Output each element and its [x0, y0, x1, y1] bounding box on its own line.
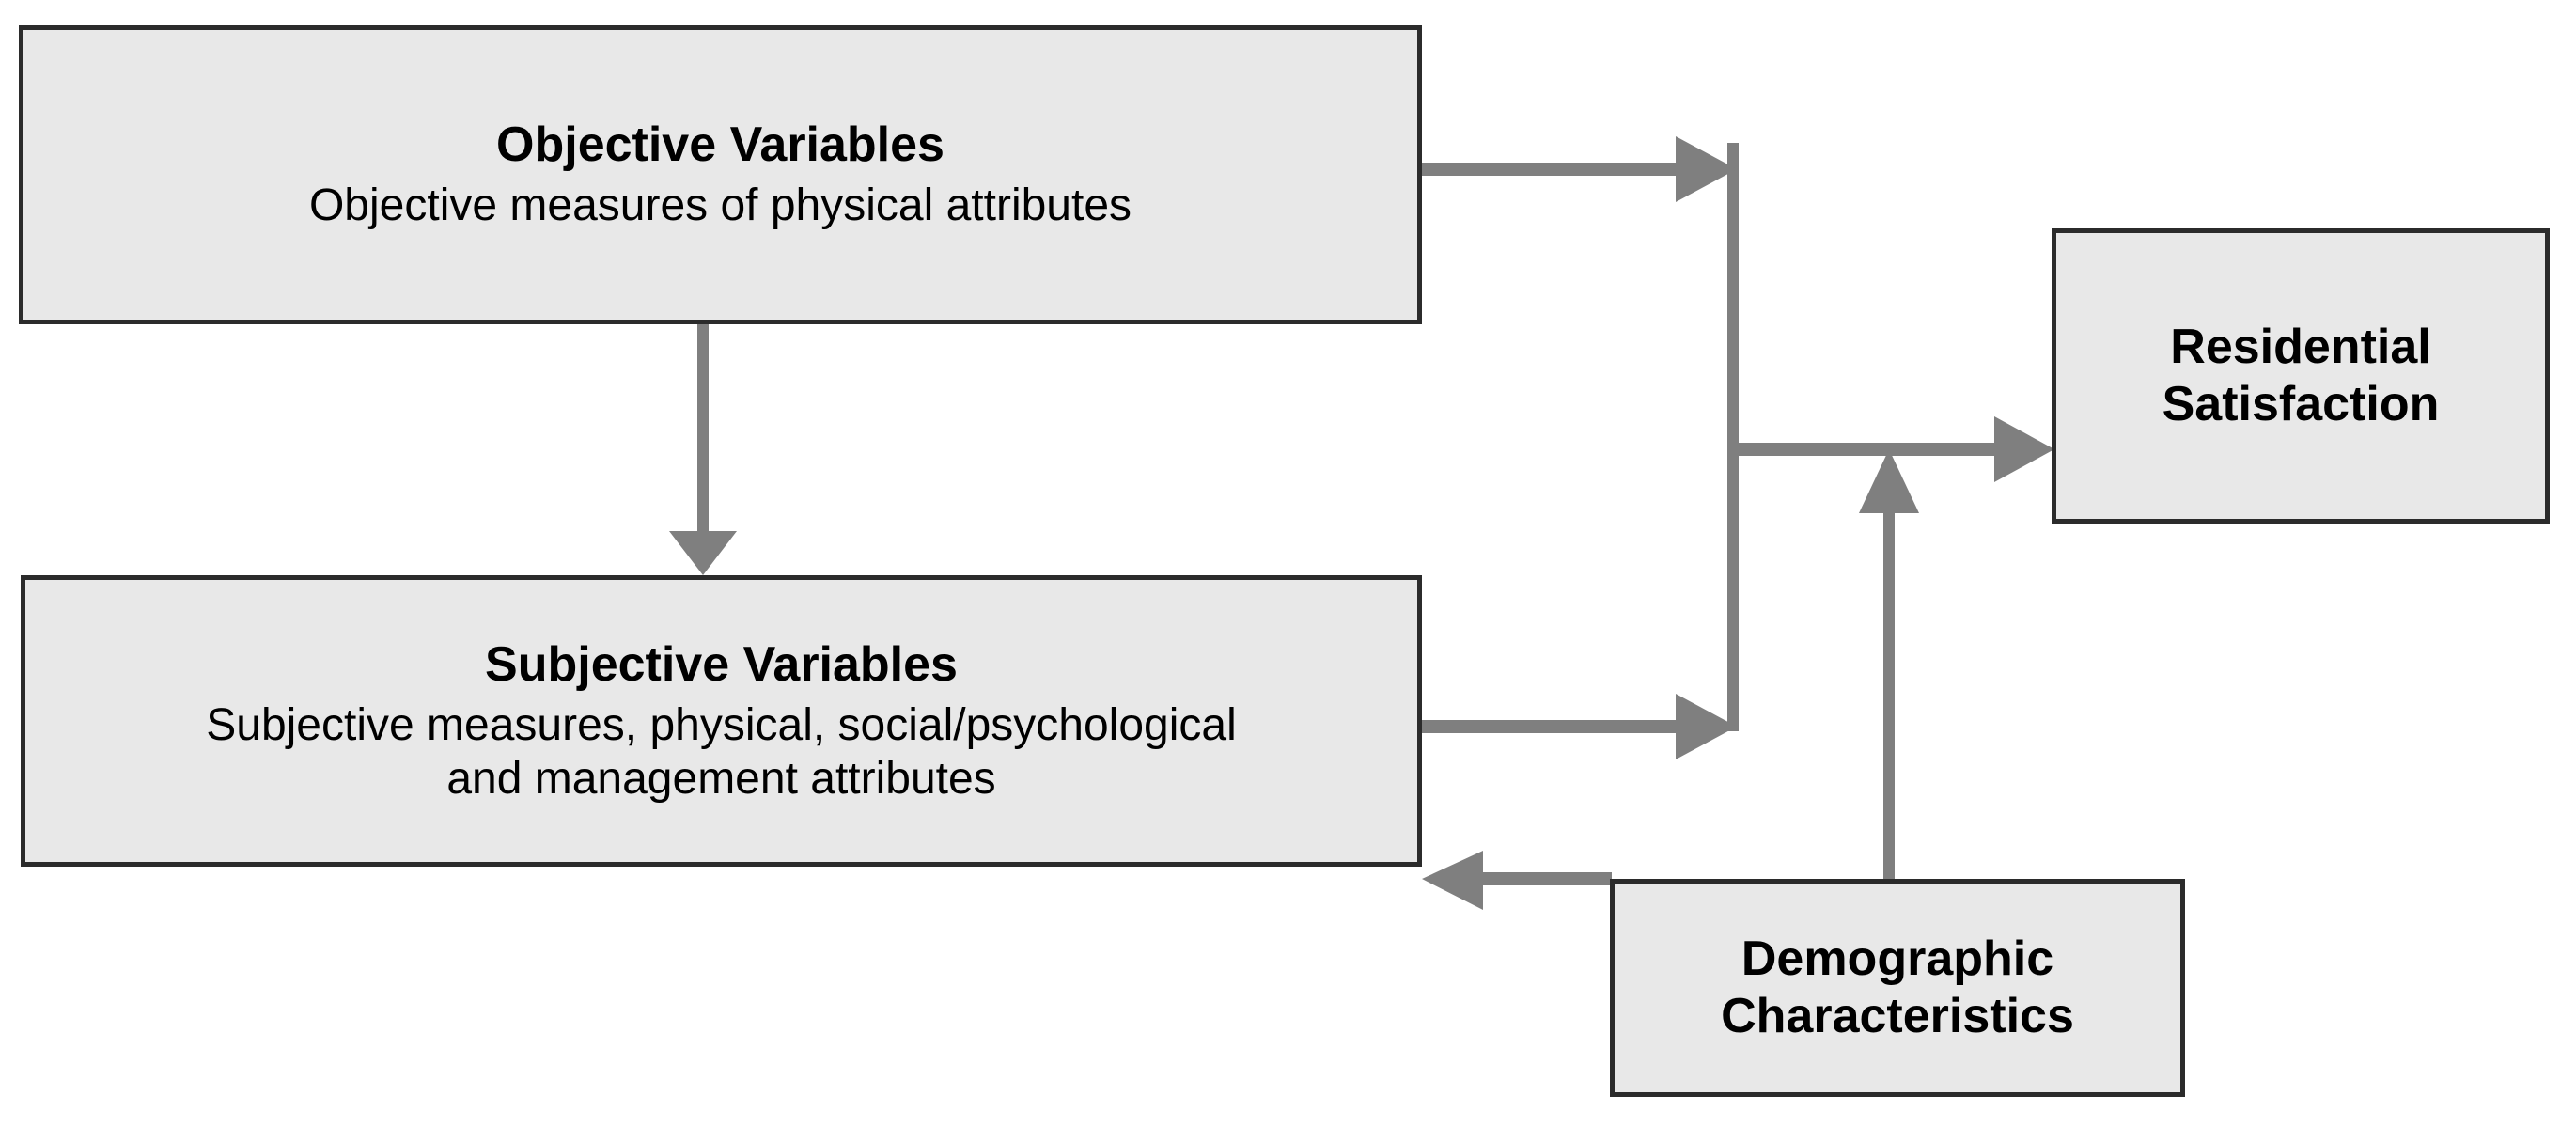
edge-subjective-to-trunk [1422, 694, 1737, 759]
node-objective-variables[interactable]: Objective Variables Objective measures o… [19, 25, 1422, 324]
node-subjective-subtitle-line-1: Subjective measures, physical, social/ps… [206, 700, 1237, 751]
node-residential-title-line-1: Residential [2170, 319, 2431, 374]
edge-trunk [1727, 143, 1739, 731]
node-residential-satisfaction[interactable]: Residential Satisfaction [2052, 228, 2550, 524]
node-objective-subtitle: Objective measures of physical attribute… [308, 180, 1132, 231]
node-subjective-variables[interactable]: Subjective Variables Subjective measures… [21, 575, 1422, 867]
node-residential-title-line-2: Satisfaction [2162, 377, 2440, 431]
edge-demographic-to-residential [1859, 449, 1919, 882]
node-demographic-title-line-2: Characteristics [1721, 989, 2074, 1043]
node-subjective-title: Subjective Variables [485, 636, 958, 692]
edge-objective-to-subjective [669, 324, 737, 575]
edge-demographic-to-subjective [1422, 851, 1612, 910]
node-demographic-characteristics[interactable]: Demographic Characteristics [1610, 879, 2185, 1097]
node-objective-title: Objective Variables [496, 117, 945, 172]
edge-trunk-to-residential [1733, 416, 2054, 482]
edge-objective-to-trunk [1422, 136, 1737, 202]
node-subjective-subtitle-line-2: and management attributes [446, 753, 996, 804]
node-demographic-title-line-1: Demographic [1741, 931, 2054, 986]
